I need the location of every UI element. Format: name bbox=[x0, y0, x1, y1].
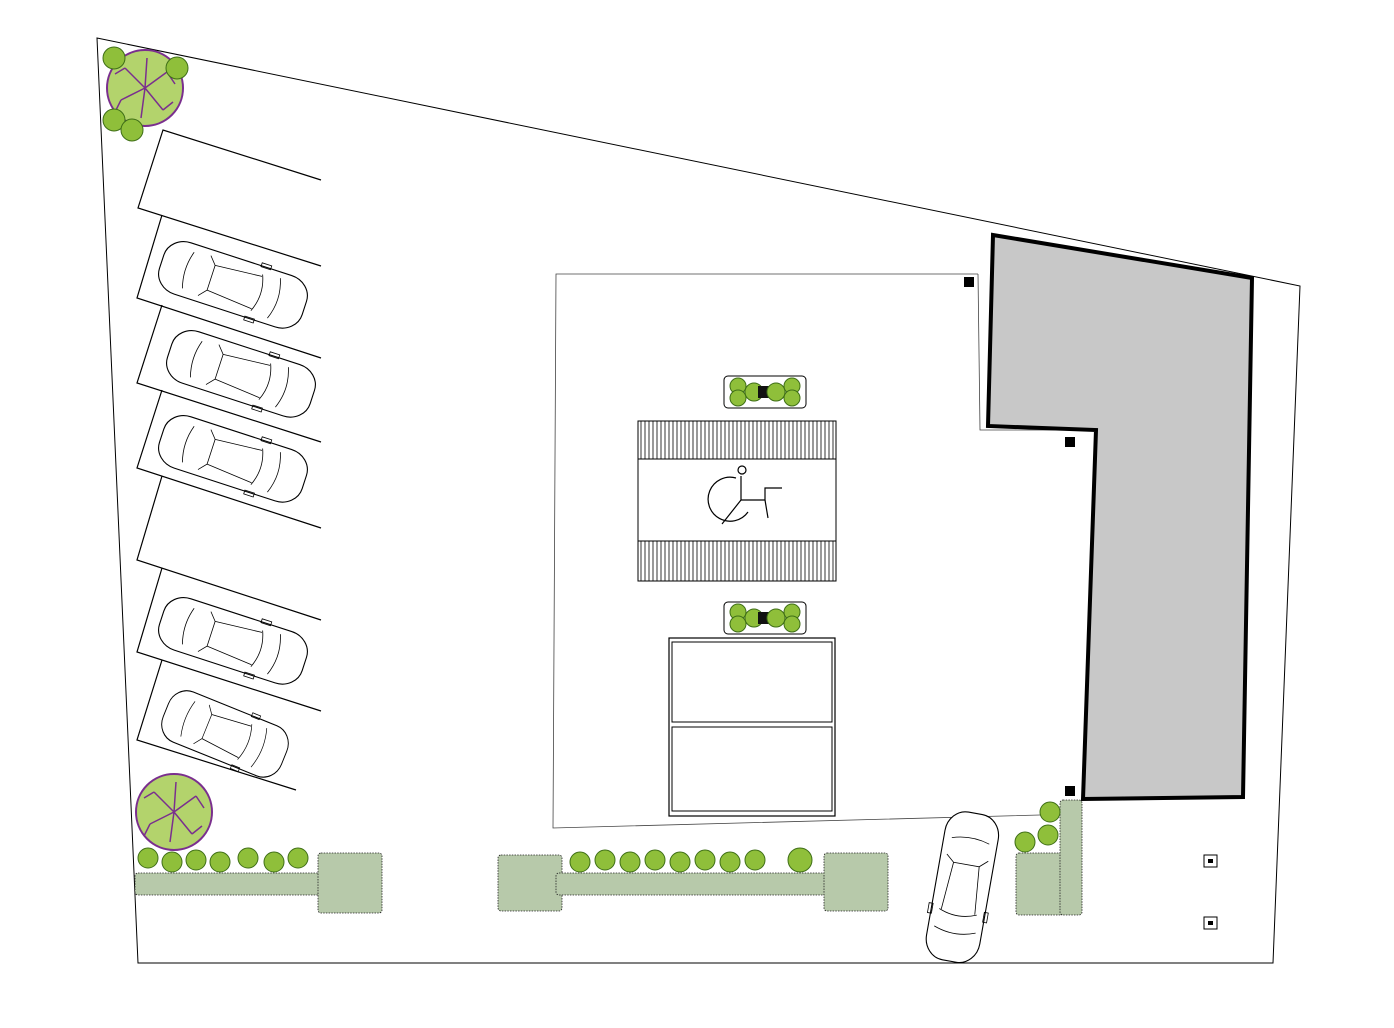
accessible-parking-area bbox=[637, 420, 837, 582]
car bbox=[151, 406, 315, 512]
car bbox=[154, 681, 296, 787]
planter bbox=[723, 601, 807, 635]
tree bbox=[135, 773, 213, 851]
light-fixture bbox=[1203, 916, 1218, 930]
planter bbox=[723, 375, 807, 409]
bollard bbox=[1065, 437, 1075, 447]
car bbox=[151, 232, 315, 338]
hedges bbox=[134, 799, 1083, 916]
accessible-symbol-icon bbox=[707, 465, 782, 525]
bollard bbox=[1065, 786, 1075, 796]
car bbox=[151, 588, 315, 694]
parking-stalls bbox=[136, 129, 322, 791]
plaza-outline bbox=[552, 273, 1079, 829]
car bbox=[159, 321, 323, 427]
bollard bbox=[964, 277, 974, 287]
trees bbox=[102, 46, 213, 851]
site-boundary bbox=[96, 37, 1301, 964]
car bbox=[919, 807, 1006, 967]
light-fixture bbox=[1203, 854, 1218, 868]
building-footprint bbox=[985, 232, 1255, 802]
bollards bbox=[964, 277, 1218, 930]
paved-pads bbox=[668, 637, 836, 817]
